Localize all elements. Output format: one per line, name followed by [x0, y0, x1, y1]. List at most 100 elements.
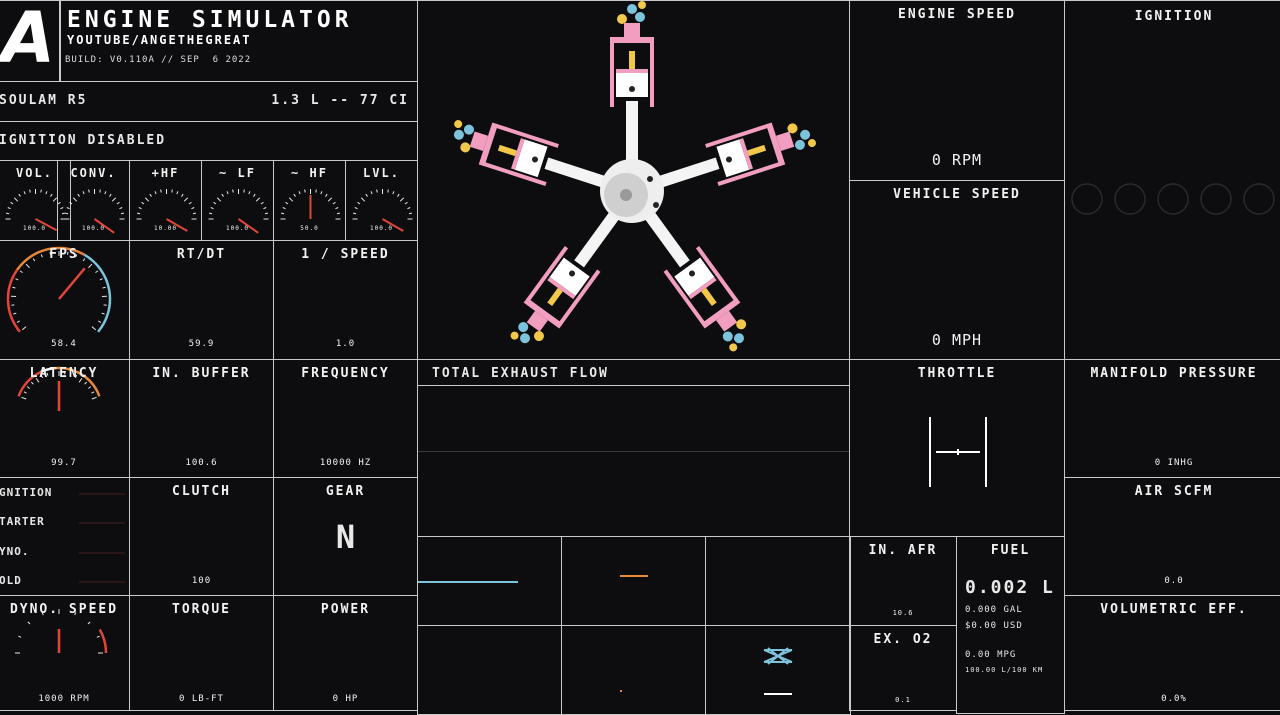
- small-gauge-2[interactable]: +HF 10.00: [129, 160, 202, 241]
- fuel-gallons: 0.000 GAL: [965, 605, 1023, 615]
- exo2-value: 0.1: [850, 696, 956, 704]
- torque-value: 0 LB-FT: [130, 694, 273, 704]
- fuel-mpg: 0.00 MPG: [965, 650, 1016, 660]
- header-panel: A ENGINE SIMULATOR YOUTUBE/ANGETHEGREAT …: [0, 0, 418, 82]
- small-gauge-value: 100.0: [58, 225, 129, 232]
- manifold-value: 0 INHG: [1065, 458, 1280, 468]
- scope-2: [561, 536, 706, 626]
- build-info: BUILD: V0.110A // SEP 6 2022: [65, 55, 251, 65]
- torque-panel: TORQUE 0 LB-FT: [129, 595, 274, 711]
- toggle-starter[interactable]: TARTER: [0, 515, 45, 528]
- engine-info-panel: SOULAM R5 1.3 L -- 77 CI: [0, 81, 418, 122]
- enginespeed-panel: ENGINE SPEED 0 RPM: [849, 0, 1065, 181]
- ignition-panel: IGNITION: [1064, 0, 1280, 360]
- cylinder: [445, 111, 620, 205]
- gear-title: GEAR: [274, 484, 417, 499]
- exhaust-flow-line: [418, 451, 849, 452]
- frequency-title: FREQUENCY: [274, 366, 417, 381]
- power-title: POWER: [274, 602, 417, 617]
- small-gauge-1[interactable]: CONV. 100.0: [57, 160, 130, 241]
- enginespeed-value: 0 RPM: [850, 151, 1064, 169]
- vehiclespeed-value: 0 MPH: [850, 331, 1064, 349]
- airscfm-title: AIR SCFM: [1065, 484, 1280, 499]
- small-gauge-value: 10.00: [130, 225, 201, 232]
- manifold-title: MANIFOLD PRESSURE: [1065, 366, 1280, 381]
- speedinv-panel: 1 / SPEED 1.0: [273, 240, 418, 360]
- frequency-panel: FREQUENCY 10000 HZ: [273, 359, 418, 478]
- engine-name: SOULAM R5: [0, 93, 87, 108]
- inafr-title: IN. AFR: [850, 543, 956, 558]
- frequency-value: 10000 HZ: [274, 458, 417, 468]
- small-gauge-label: ~ LF: [202, 166, 273, 180]
- scope-4: [417, 625, 562, 715]
- app-subtitle: YOUTUBE/ANGETHEGREAT: [67, 33, 252, 47]
- vehiclespeed-title: VEHICLE SPEED: [850, 187, 1064, 202]
- toggle-hold[interactable]: OLD: [0, 574, 22, 587]
- power-value: 0 HP: [274, 694, 417, 704]
- voleff-panel: VOLUMETRIC EFF. 0.0%: [1064, 595, 1280, 711]
- ignition-status-panel: IGNITION DISABLED: [0, 121, 418, 161]
- ignition-indicator: [1244, 184, 1274, 214]
- exo2-panel: EX. O2 0.1: [849, 625, 957, 711]
- exhaust-panel: TOTAL EXHAUST FLOW: [417, 359, 850, 537]
- throttle-indicator: [850, 360, 1065, 537]
- rtdt-value: 59.9: [130, 339, 273, 349]
- small-gauge-5[interactable]: LVL. 100.0: [345, 160, 418, 241]
- scope-3: [705, 536, 851, 626]
- exo2-title: EX. O2: [850, 632, 956, 647]
- inbuffer-value: 100.6: [130, 458, 273, 468]
- exhaust-title: TOTAL EXHAUST FLOW: [432, 366, 609, 381]
- torque-title: TORQUE: [130, 602, 273, 617]
- voleff-value: 0.0%: [1065, 694, 1280, 704]
- enginespeed-title: ENGINE SPEED: [850, 7, 1064, 22]
- throttle-panel[interactable]: THROTTLE: [849, 359, 1065, 537]
- latency-value: 99.7: [0, 458, 129, 468]
- ignition-indicator: [1072, 184, 1102, 214]
- toggle-dyno[interactable]: YNO.: [0, 545, 30, 558]
- scope-6: [705, 625, 851, 715]
- small-gauge-4[interactable]: ~ HF 50.0: [273, 160, 346, 241]
- airscfm-value: 0.0: [1065, 576, 1280, 586]
- manifold-panel: MANIFOLD PRESSURE 0 INHG: [1064, 359, 1280, 478]
- small-gauge-value: 50.0: [274, 225, 345, 232]
- small-gauge-label: CONV.: [58, 166, 129, 180]
- small-gauge-value: 100.0: [202, 225, 273, 232]
- scope-5: [561, 625, 706, 715]
- dynospeed-value: 1000 RPM: [0, 694, 129, 704]
- cylinder: [644, 111, 819, 205]
- radial-engine-diagram: [418, 1, 850, 360]
- vehiclespeed-panel: VEHICLE SPEED 0 MPH: [849, 180, 1065, 360]
- ignition-indicators: [1065, 1, 1280, 360]
- airscfm-panel: AIR SCFM 0.0: [1064, 477, 1280, 596]
- power-panel: POWER 0 HP: [273, 595, 418, 711]
- speedinv-title: 1 / SPEED: [274, 247, 417, 262]
- logo: A: [1, 0, 55, 79]
- fps-value: 58.4: [0, 339, 129, 349]
- engine-view-panel[interactable]: [417, 0, 850, 360]
- small-gauge-3[interactable]: ~ LF 100.0: [201, 160, 274, 241]
- ignition-indicator: [1201, 184, 1231, 214]
- ignition-status: IGNITION DISABLED: [0, 133, 166, 148]
- fuel-cost: $0.00 USD: [965, 621, 1023, 631]
- toggles-panel: GNITION TARTER YNO. OLD: [0, 477, 130, 596]
- speedinv-value: 1.0: [274, 339, 417, 349]
- inafr-panel: IN. AFR 10.6: [849, 536, 957, 626]
- ignition-indicator: [1115, 184, 1145, 214]
- fuel-title: FUEL: [957, 543, 1064, 558]
- small-gauge-value: 100.0: [346, 225, 417, 232]
- app-title: ENGINE SIMULATOR: [67, 7, 353, 33]
- small-gauge-label: +HF: [130, 166, 201, 180]
- voleff-title: VOLUMETRIC EFF.: [1065, 602, 1280, 617]
- small-gauge-label: LVL.: [346, 166, 417, 180]
- fuel-liters: 0.002 L: [965, 577, 1055, 598]
- inafr-value: 10.6: [850, 609, 956, 617]
- small-gauge-label: ~ HF: [274, 166, 345, 180]
- fuel-panel: FUEL 0.002 L 0.000 GAL $0.00 USD 0.00 MP…: [956, 536, 1065, 714]
- toggle-ignition[interactable]: GNITION: [0, 486, 52, 499]
